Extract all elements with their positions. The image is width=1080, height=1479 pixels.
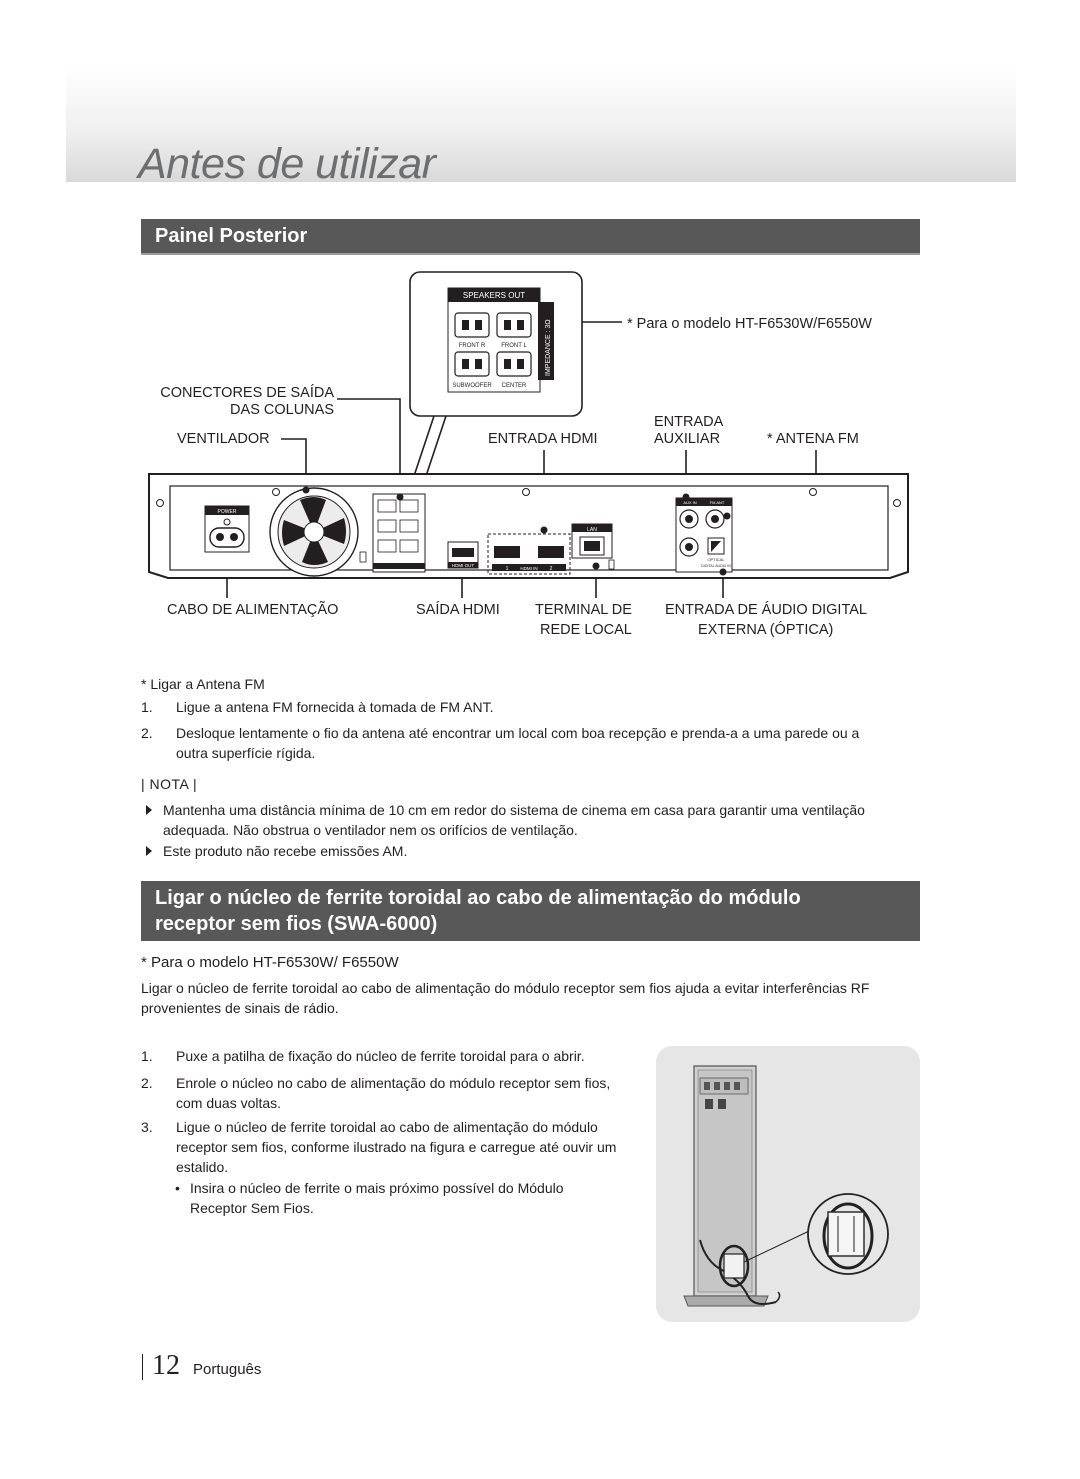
subwoofer-text: SUBWOOFER [452,383,492,389]
front-r-text: FRONT R [459,343,486,349]
chapter-title: Antes de utilizar [138,140,436,188]
note-2-line1: Este produto não recebe emissões AM. [163,843,408,859]
impedance-text: IMPEDANCE : 3Ω [545,319,552,376]
note-1-line1: Mantenha uma distância mínima de 10 cm e… [163,802,865,818]
label-power-cord: CABO DE ALIMENTAÇÃO [167,602,339,618]
fm-antenna-title: * Ligar a Antena FM [141,676,265,692]
bullet-line1: Insira o núcleo de ferrite o mais próxim… [190,1180,564,1196]
section2-title-line1: Ligar o núcleo de ferrite toroidal ao ca… [155,887,801,909]
optical-panel-text: OPTICAL [707,557,725,562]
section-title-bar: Painel Posterior [141,219,920,255]
label-speaker-out-1: CONECTORES DE SAÍDA [160,385,334,401]
step-1-line1: Puxe a patilha de fixação do núcleo de f… [176,1048,585,1064]
step-2-line1: Enrole o núcleo no cabo de alimentação d… [176,1075,611,1091]
label-hdmi-in: ENTRADA HDMI [488,431,598,447]
power-panel-text: POWER [218,509,237,515]
section2-title-line2: receptor sem fios (SWA-6000) [155,913,438,935]
digital-audio-in-panel-text: DIGITAL AUDIO IN [701,564,731,568]
fm-step-2-num: 2. [141,725,153,741]
label-optical-1: ENTRADA DE ÁUDIO DIGITAL [665,602,867,618]
label-lan-2: REDE LOCAL [540,622,632,638]
model-note-speakers: * Para o modelo HT-F6530W/F6550W [627,316,872,332]
intro-line2: provenientes de sinais de rádio. [141,1000,339,1016]
page-number: 12 [152,1350,180,1381]
footer-language: Português [193,1361,262,1378]
bullet-symbol: • [175,1180,180,1196]
step-2-num: 2. [141,1075,153,1091]
hdmi-in-2-text: 2 [550,566,553,572]
step-3-num: 3. [141,1119,153,1135]
label-fan: VENTILADOR [177,431,270,447]
section-title: Painel Posterior [155,225,308,247]
speakers-out-text: SPEAKERS OUT [463,291,525,300]
label-aux-1: ENTRADA [654,414,724,430]
fm-step-1-num: 1. [141,699,153,715]
step-2-line2: com duas voltas. [176,1095,282,1111]
fm-step-2-line1: Desloque lentamente o fio da antena até … [176,725,860,741]
label-aux-2: AUXILIAR [654,431,721,447]
aux-in-panel-text: AUX IN [683,500,696,505]
note-1-line2: adequada. Não obstrua o ventilador nem o… [163,822,578,838]
note-heading: | NOTA | [141,776,198,792]
label-lan-1: TERMINAL DE [535,602,632,618]
fm-step-1-text: Ligue a antena FM fornecida à tomada de … [176,699,494,715]
fm-ant-panel-text: FM ANT [710,500,725,505]
bullet-line2: Receptor Sem Fios. [190,1200,314,1216]
rear-panel-diagram: SPEAKERS OUT FRONT R FRONT L SUBWOOFER C… [148,271,909,598]
fm-step-2-line2: outra superfície rígida. [176,745,316,761]
note-arrow-icon [146,805,152,815]
header-band [66,64,1016,182]
intro-line1: Ligar o núcleo de ferrite toroidal ao ca… [141,980,870,996]
label-speaker-out-2: DAS COLUNAS [230,402,334,418]
center-text: CENTER [502,383,527,389]
section-title-bar-2: Ligar o núcleo de ferrite toroidal ao ca… [141,881,920,941]
label-hdmi-out: SAÍDA HDMI [416,602,500,618]
step-3-line2: receptor sem fios, conforme ilustrado na… [176,1139,617,1155]
hdmi-in-1-text: 1 [506,566,509,572]
label-fm-antenna: * ANTENA FM [767,431,859,447]
step-3-line1: Ligue o núcleo de ferrite toroidal ao ca… [176,1119,598,1135]
front-l-text: FRONT L [501,343,527,349]
step-3-line3: estalido. [176,1159,229,1175]
hdmi-in-panel-text: HDMI IN [520,566,537,571]
ferrite-illustration [656,1046,920,1322]
note-arrow-icon [146,846,152,856]
model-note-ferrite: * Para o modelo HT-F6530W/ F6550W [141,954,399,971]
lan-panel-text: LAN [587,527,597,533]
hdmi-out-panel-text: HDMI OUT [452,563,474,568]
label-optical-2: EXTERNA (ÓPTICA) [698,622,834,638]
step-1-num: 1. [141,1048,153,1064]
footer-divider [142,1354,143,1380]
